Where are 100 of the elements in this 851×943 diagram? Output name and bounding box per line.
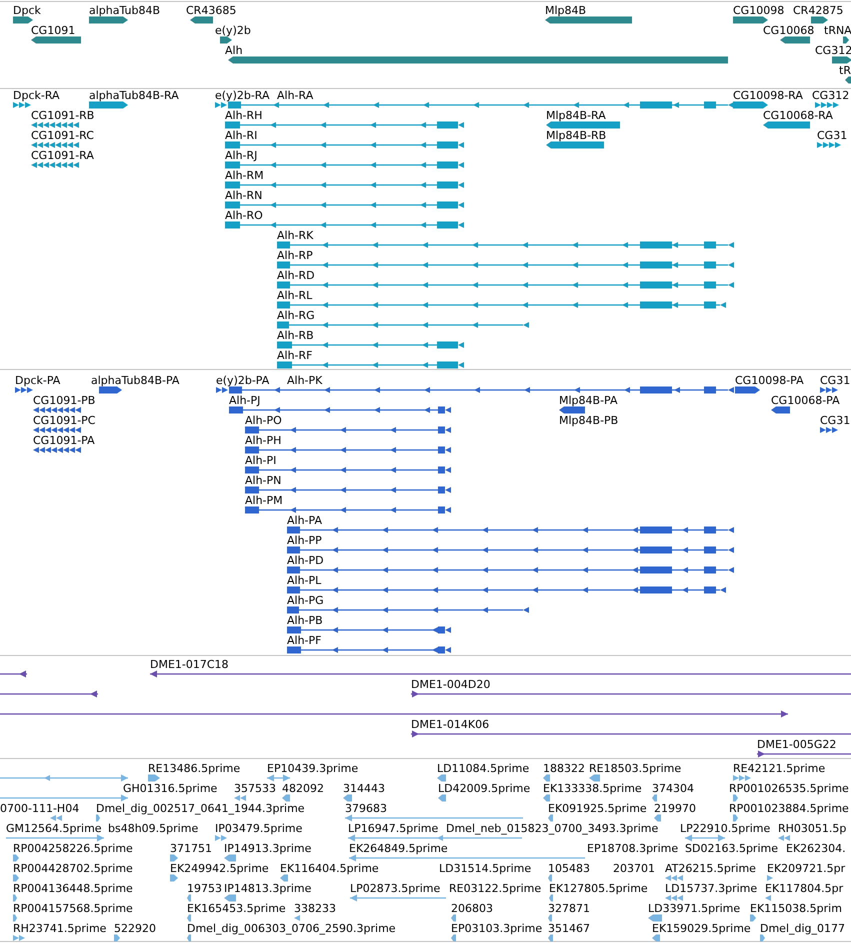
feature-label: Alh-RD <box>277 269 315 282</box>
feature-label: RE42121.5prime <box>733 762 826 775</box>
feature-label: RH23741.5prime <box>13 922 106 935</box>
feature-label: RP004258226.5prime <box>13 842 133 855</box>
feature-label: Alh-RA <box>277 89 314 102</box>
feature-label: Alh-PI <box>245 454 276 467</box>
feature-label: SD02163.5prime <box>685 842 778 855</box>
feature-label: Alh-PB <box>287 614 323 627</box>
feature-label: EK249942.5prime <box>170 862 269 875</box>
feature-label: Alh-RP <box>277 249 313 262</box>
feature-label: Alh-RB <box>277 329 314 342</box>
feature-label: LP16947.5prime <box>348 822 438 835</box>
feature-label: Alh-RM <box>225 169 264 182</box>
feature-label: 206803 <box>451 902 493 915</box>
feature-label: Alh-RI <box>225 129 258 142</box>
feature-label: RP001026535.5prime <box>729 782 849 795</box>
feature-label: EK209721.5pr <box>767 862 846 875</box>
feature-label: EK264849.5prime <box>349 842 448 855</box>
feature-label: LD42009.5prime <box>438 782 530 795</box>
feature-label: RP004428702.5prime <box>13 862 133 875</box>
feature-label: EP18708.3prime <box>587 842 678 855</box>
feature-label: Alh-PO <box>245 414 282 427</box>
feature-label: CG10068 <box>763 24 814 37</box>
feature-label: RP004136448.5prime <box>13 882 133 895</box>
feature-label: Alh-PG <box>287 594 324 607</box>
feature-label: RE13486.5prime <box>148 762 240 775</box>
feature-label: Alh-PN <box>245 474 282 487</box>
feature-label: Dpck-RA <box>13 89 60 102</box>
feature-label: RH03051.5p <box>778 822 846 835</box>
feature-label: Alh <box>225 44 243 57</box>
feature-label: 338233 <box>294 902 336 915</box>
feature-label: IP14913.3prime <box>224 842 312 855</box>
feature-label: Alh-RF <box>277 349 312 362</box>
feature-label: CG10098-PA <box>735 374 804 387</box>
feature-label: LP02873.5prime <box>350 882 440 895</box>
feature-label: Mlp84B-RA <box>546 109 606 122</box>
feature-label: CG1091 <box>31 24 76 37</box>
feature-label: Alh-PK <box>287 374 322 387</box>
feature-label: Dmel_dig_002517_0641_1944.3prime <box>96 802 305 815</box>
feature-label: GM12564.5prime <box>6 822 102 835</box>
feature-label: DME1-004D20 <box>411 678 490 691</box>
feature-label: LD33971.5prime <box>648 902 740 915</box>
feature-label: CG1091-PC <box>33 414 96 427</box>
feature-label: Alh-PJ <box>229 394 260 407</box>
feature-label: CG31 <box>820 414 850 427</box>
feature-label: CG1091-RC <box>31 129 94 142</box>
feature-label: Mlp84B <box>545 4 586 17</box>
feature-label: IP03479.5prime <box>215 822 302 835</box>
feature-label: EK159029.5prime <box>652 922 751 935</box>
feature-label: 0700-111-H04 <box>0 802 80 815</box>
feature-label: EK116404.5prime <box>280 862 379 875</box>
feature-label: 327871 <box>548 902 590 915</box>
feature-label: alphaTub84B-RA <box>89 89 179 102</box>
feature-label: 105483 <box>548 862 590 875</box>
feature-label: EP10439.3prime <box>267 762 358 775</box>
feature-label: DME1-017C18 <box>150 658 229 671</box>
feature-label: CR42875 <box>793 4 844 17</box>
feature-label: tR <box>839 64 851 77</box>
feature-label: RP001023884.5prime <box>729 802 849 815</box>
feature-label: Mlp84B-PA <box>559 394 618 407</box>
feature-label: Alh-RH <box>225 109 262 122</box>
feature-label: Mlp84B-RB <box>546 129 606 142</box>
feature-label: CR43685 <box>186 4 236 17</box>
feature-label: 314443 <box>343 782 385 795</box>
feature-label: 371751 <box>170 842 212 855</box>
feature-label: DME1-014K06 <box>411 718 490 731</box>
feature-label: GH01316.5prime <box>123 782 218 795</box>
feature-label: 219970 <box>654 802 696 815</box>
feature-label: e(y)2b-PA <box>216 374 270 387</box>
feature-label: LP22910.5prime <box>680 822 770 835</box>
feature-label: e(y)2b-RA <box>215 89 270 102</box>
feature-label: Alh-PH <box>245 434 282 447</box>
feature-label: CG1091-PB <box>33 394 96 407</box>
feature-label: CG312 <box>812 89 850 102</box>
feature-label: LD11084.5prime <box>437 762 530 775</box>
feature-label: CG10068-PA <box>771 394 840 407</box>
feature-label: RE18503.5prime <box>589 762 682 775</box>
feature-label: EK091925.5prime <box>548 802 647 815</box>
feature-label: EK117804.5pr <box>765 882 844 895</box>
feature-label: CG1091-PA <box>33 434 95 447</box>
feature-label: bs48h09.5prime <box>108 822 198 835</box>
feature-label: Dpck <box>13 4 41 17</box>
feature-label: Alh-PD <box>287 554 324 567</box>
feature-label: Alh-RN <box>225 189 262 202</box>
feature-label: RP004157568.5prime <box>13 902 133 915</box>
feature-label: EK115038.5prim <box>750 902 842 915</box>
feature-label: EK133338.5prime <box>543 782 642 795</box>
feature-label: 482092 <box>282 782 324 795</box>
feature-label: Dmel_dig_0177 <box>760 922 846 935</box>
feature-label: 188322 <box>543 762 585 775</box>
feature-label: Alh-RJ <box>225 149 258 162</box>
feature-label: EK165453.5prime <box>187 902 286 915</box>
feature-label: 203701 <box>613 862 655 875</box>
feature-label: Alh-RO <box>225 209 263 222</box>
feature-label: Mlp84B-PB <box>559 414 618 427</box>
feature-label: Alh-PF <box>287 634 322 647</box>
feature-label: Dmel_neb_015823_0700_3493.3prime <box>446 822 658 835</box>
feature-label: Alh-RL <box>277 289 312 302</box>
feature-label: CG31 <box>820 374 850 387</box>
feature-label: Alh-RK <box>277 229 314 242</box>
